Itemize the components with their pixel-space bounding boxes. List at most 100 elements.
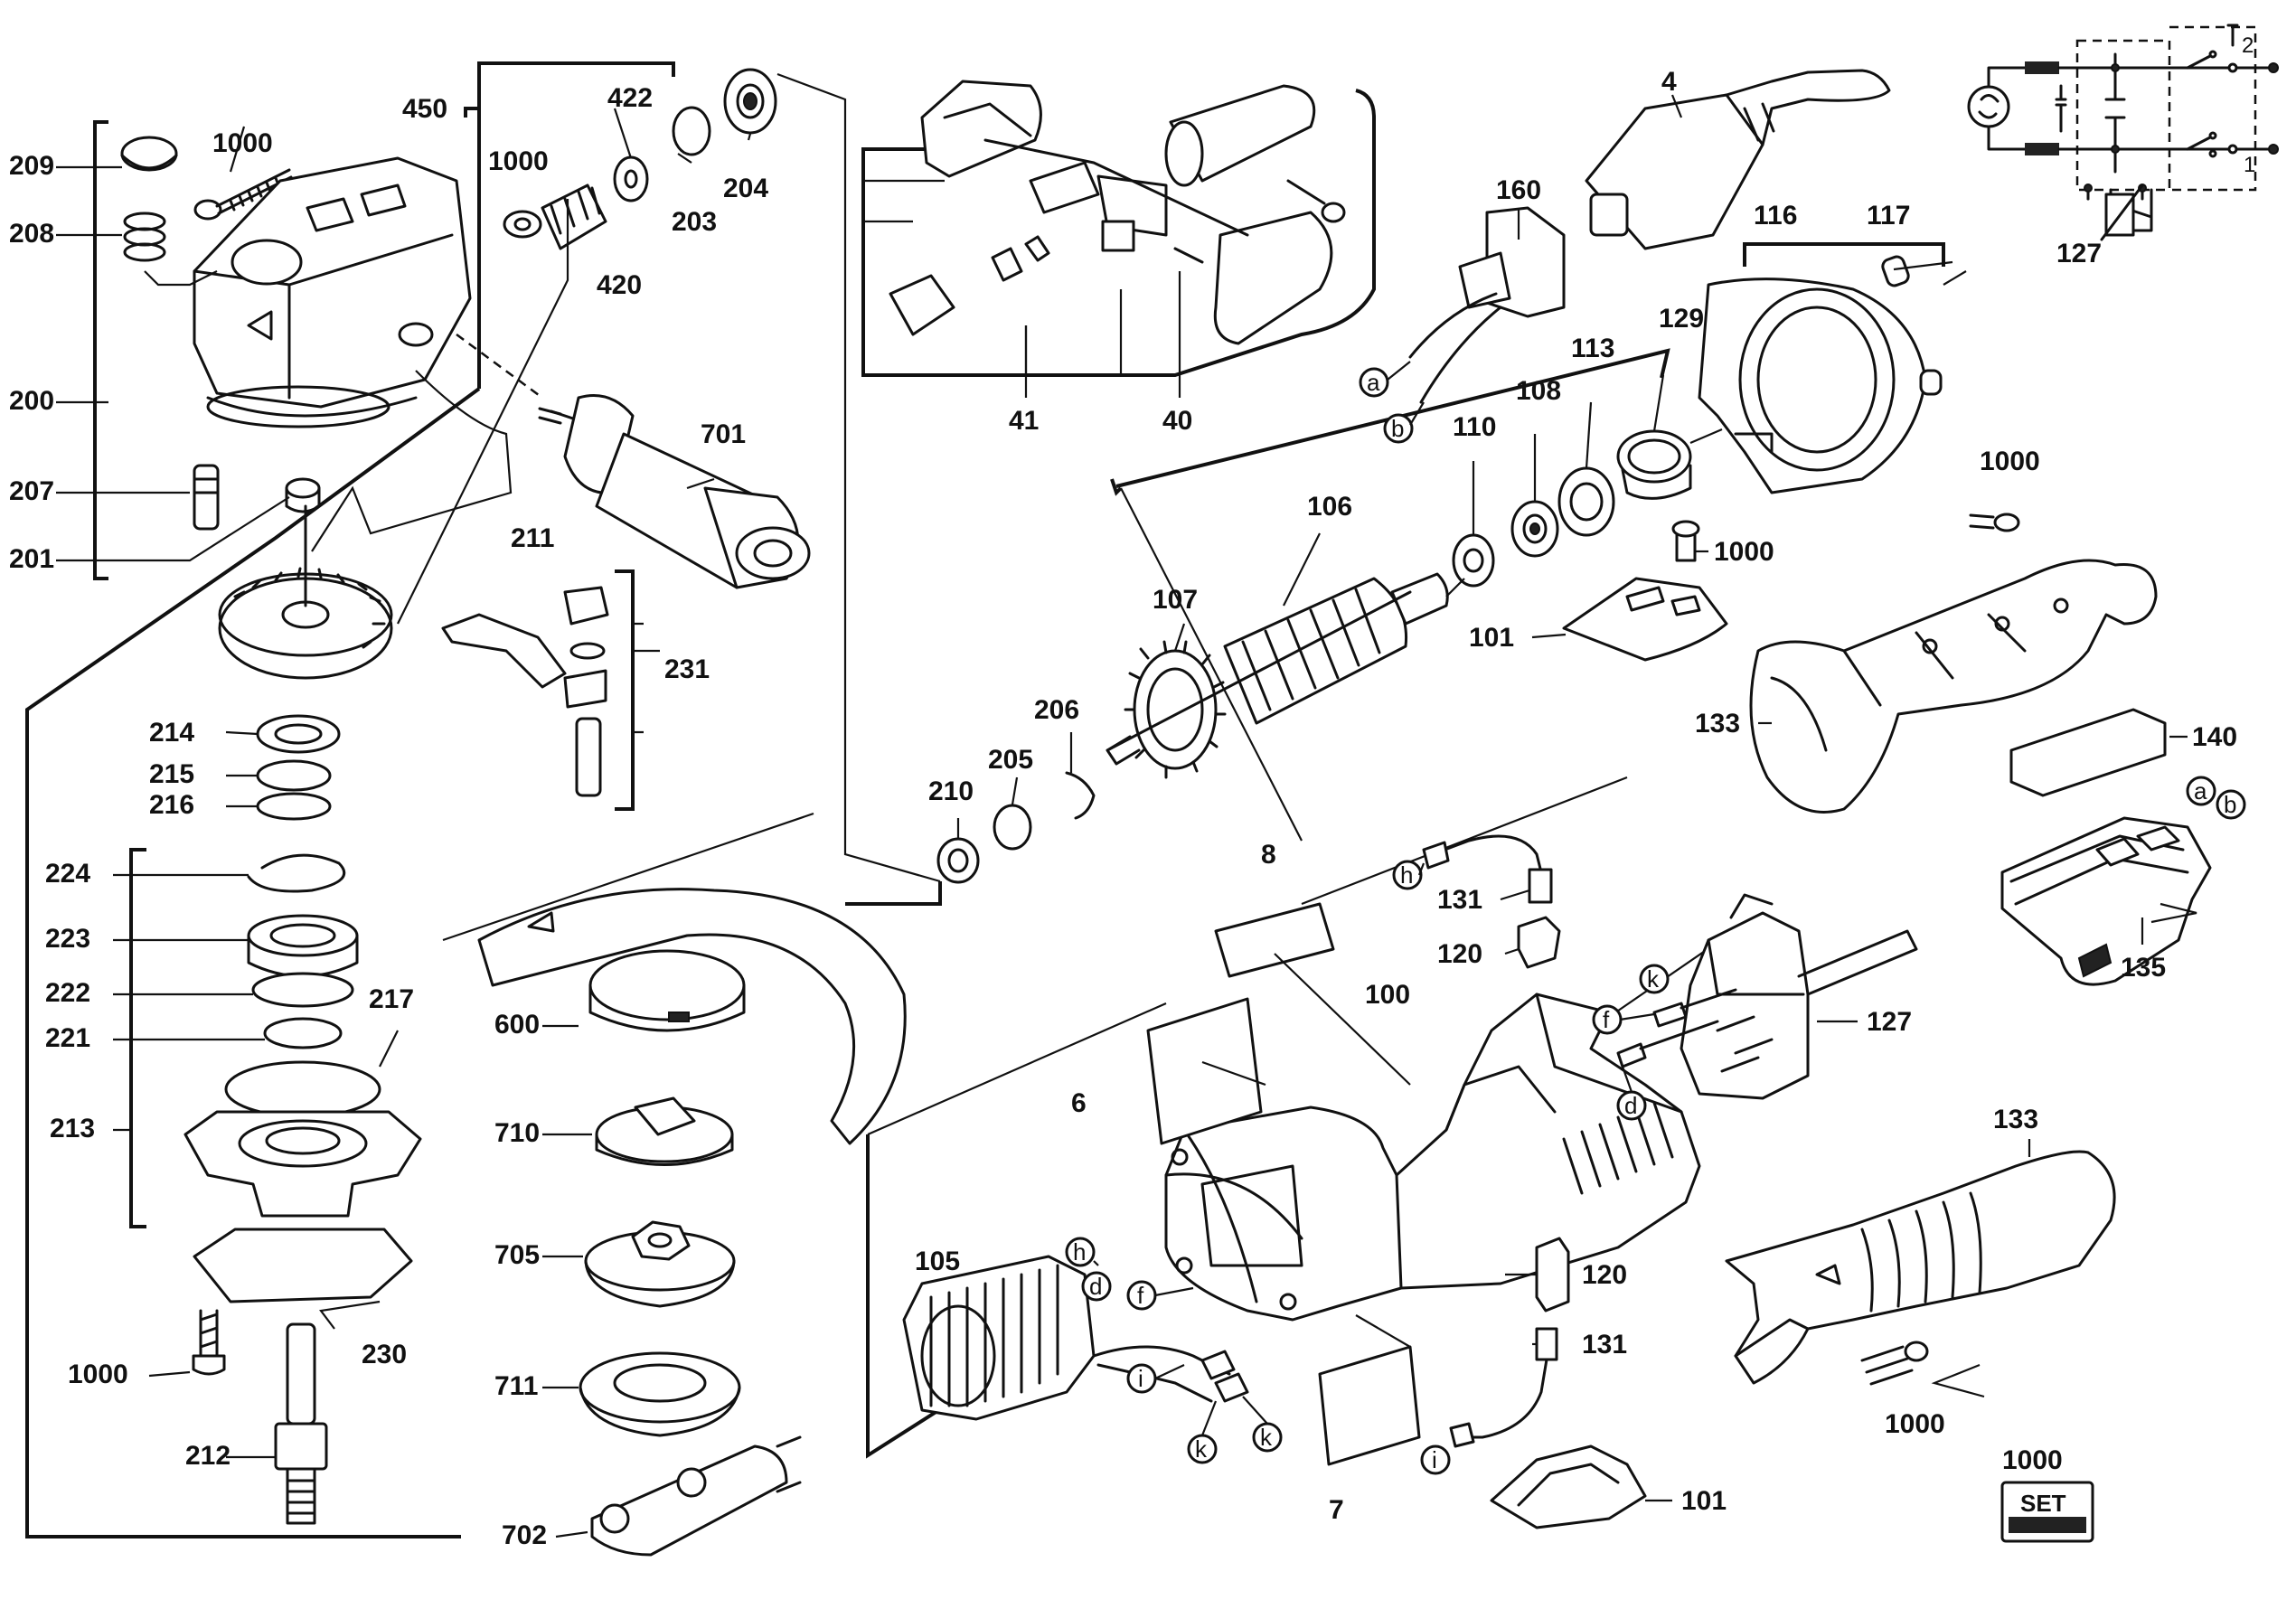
guard-600-drawing (477, 888, 907, 1145)
bracket-200 (93, 120, 108, 580)
part-label-231: 231 (664, 654, 710, 684)
part-label-41: 41 (1009, 406, 1039, 436)
ring-206-drawing (1065, 771, 1096, 820)
part-label-223: 223 (45, 924, 90, 954)
bearing-210-drawing (936, 837, 980, 884)
wire-label-b-switch: b (2224, 791, 2236, 818)
flange-710-drawing (595, 1096, 734, 1166)
part-label-120: 120 (1437, 939, 1482, 969)
lock-231-drawing (441, 569, 635, 811)
gear-housing-200-drawing (193, 156, 472, 428)
wire-label-f-holder: f (1603, 1006, 1610, 1033)
switch-position-1-label: 1 (2244, 153, 2255, 177)
brush-120-131-top-drawing (1422, 834, 1561, 969)
nut-705-drawing (584, 1220, 736, 1308)
part-label-422: 422 (607, 83, 653, 113)
part-label-101b: 101 (1681, 1486, 1727, 1516)
oring-217-drawing (224, 1060, 381, 1118)
leader-lines (56, 94, 2197, 1538)
cover-101-drawing (1562, 520, 1728, 662)
part-label-203: 203 (672, 207, 717, 237)
ring-222-drawing (251, 972, 354, 1008)
part-label-40: 40 (1162, 406, 1192, 436)
part-label-711: 711 (494, 1371, 538, 1401)
switch-group-40 (861, 80, 1376, 377)
part-label-116: 116 (1754, 201, 1797, 231)
part-label-705: 705 (494, 1240, 540, 1270)
wire-label-h-brush: h (1400, 861, 1413, 889)
part-label-100: 100 (1365, 980, 1410, 1010)
part-label-101: 101 (1469, 623, 1514, 653)
part-label-211: 211 (511, 523, 554, 553)
wire-connection-markers: a b a b h h d d f f i i k k k (1065, 361, 2246, 1475)
cap-209-drawing (120, 136, 178, 172)
bracket-213 (129, 848, 146, 1228)
part-label-1000-rear-handle-screw: 1000 (1885, 1409, 1945, 1439)
switch-135-drawing (2000, 816, 2212, 986)
part-label-200: 200 (9, 386, 54, 416)
part-label-210: 210 (928, 776, 974, 806)
part-label-222: 222 (45, 978, 90, 1008)
handle-133-drawing (1749, 513, 2158, 814)
screw-1000b-drawing (192, 1309, 226, 1376)
ring-203-drawing (672, 106, 711, 156)
part-label-8: 8 (1261, 840, 1276, 870)
wire-label-k-stator-2: k (1260, 1424, 1273, 1451)
part-label-206: 206 (1034, 695, 1079, 725)
part-label-127: 127 (1867, 1007, 1912, 1037)
bearing-223-drawing (247, 914, 359, 978)
part-label-113: 113 (1571, 334, 1614, 363)
pinion-420-drawing (541, 183, 607, 250)
gear-head-group (93, 120, 472, 1525)
wire-label-d-holder: d (1624, 1092, 1637, 1119)
set-badge: SET (2000, 1481, 2094, 1543)
washer-422-drawing (613, 155, 649, 202)
label-6-drawing (1146, 997, 1263, 1145)
part-label-212: 212 (185, 1441, 231, 1471)
cover-101b-drawing (1490, 1444, 1647, 1529)
wire-label-d-stator: d (1089, 1273, 1102, 1300)
screw-1000-drawing (193, 168, 293, 221)
part-label-216: 216 (149, 790, 194, 820)
part-label-710: 710 (494, 1118, 540, 1148)
sleeve-129-drawing (1616, 429, 1692, 500)
set-badge-label: SET (2020, 1490, 2066, 1517)
gasket-230-drawing (193, 1228, 413, 1303)
handle-133b-drawing (1725, 1150, 2116, 1386)
part-label-6: 6 (1071, 1088, 1087, 1118)
part-label-133b: 133 (1993, 1105, 2038, 1134)
part-label-701: 701 (701, 419, 746, 449)
bevel-gear-drawing (218, 504, 393, 680)
part-label-201: 201 (9, 544, 54, 574)
part-label-106: 106 (1307, 492, 1352, 522)
bearing-204-drawing (723, 68, 777, 135)
stator-105-drawing (902, 1255, 1249, 1421)
foam-140-drawing (2009, 708, 2167, 797)
part-label-209: 209 (9, 151, 54, 181)
part-label-131b: 131 (1582, 1330, 1627, 1360)
part-label-7: 7 (1329, 1495, 1344, 1525)
part-label-221: 221 (45, 1023, 90, 1053)
part-label-224: 224 (45, 859, 90, 889)
part-label-1000-cover-screw: 1000 (1714, 537, 1774, 567)
part-label-207: 207 (9, 476, 54, 506)
wire-label-k-holder: k (1647, 965, 1660, 993)
ring-221-drawing (263, 1017, 343, 1049)
housing-116-drawing (1698, 242, 1967, 494)
leader-frame-left (25, 387, 481, 1538)
part-label-1000-nut: 1000 (488, 146, 549, 176)
label-8-drawing (1214, 902, 1335, 978)
part-label-215: 215 (149, 759, 194, 789)
circuit-diagram: 2 1 (1967, 24, 2279, 241)
part-label-129: 129 (1659, 304, 1704, 334)
part-label-110: 110 (1453, 412, 1496, 442)
part-label-131: 131 (1437, 885, 1482, 915)
part-label-108: 108 (1516, 376, 1561, 406)
part-label-135: 135 (2121, 953, 2166, 983)
part-label-160: 160 (1496, 175, 1541, 205)
part-label-120b: 120 (1582, 1260, 1627, 1290)
wire-label-a-switch: a (2194, 777, 2207, 804)
part-label-117: 117 (1867, 201, 1910, 231)
wire-label-a: a (1367, 369, 1380, 396)
part-label-127-circuit: 127 (2056, 239, 2102, 268)
